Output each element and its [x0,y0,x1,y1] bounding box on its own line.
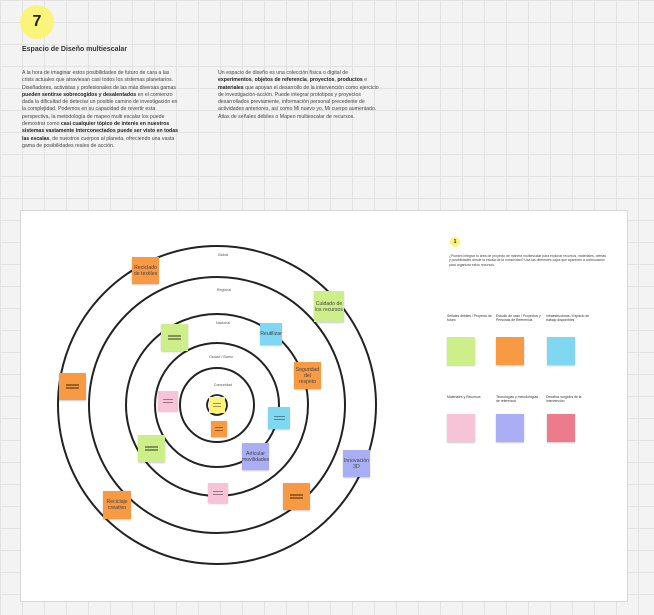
sticky-note[interactable] [138,435,165,462]
sticky-note[interactable]: Reciclaje creativo [103,491,131,519]
ring-regional [88,276,346,534]
legend-label: Desafíos surgidos de la Intervención [546,395,582,404]
legend-label: Tecnologías y metodologías de referencia [496,395,539,404]
intro-paragraph-1: A la hora de imaginar estos posibilidade… [22,70,178,149]
legend-sticky[interactable] [496,414,524,442]
sticky-note[interactable]: Articular movilidades [242,443,269,470]
sticky-note[interactable] [211,421,227,437]
multiscalar-board[interactable]: Global Regional Nacional Ciudad / Barrio… [20,210,628,602]
ring-label-nacional: Nacional [216,321,230,325]
sticky-note[interactable]: Reciclado de textiles [132,257,159,284]
sticky-note[interactable] [208,483,228,503]
step-number-badge: 7 [20,5,54,39]
sticky-note[interactable]: Innovación 3D [343,450,370,477]
sticky-note[interactable] [161,324,188,351]
sticky-placeholder-lines [289,493,304,501]
ring-label-global: Global [217,253,229,257]
sticky-label: Reciclado de textiles [133,264,158,277]
ring-label-comunidad: Comunidad [213,383,233,387]
sticky-label: Articular movilidades [241,450,270,463]
legend-sticky[interactable] [447,337,475,365]
concentric-rings [57,245,377,565]
sticky-note[interactable] [283,483,310,510]
sticky-placeholder-lines [213,401,221,409]
legend-label: Materiales y Recursos [447,395,481,399]
intro-paragraph-2: Un espacio de diseño es una colección fí… [218,70,379,120]
legend-label: Infraestructuras / Espacio de trabajo di… [546,314,590,323]
sticky-note[interactable]: Reutilizar [260,323,282,345]
legend-label: Estudio de caso / Proyectos y Personas d… [496,314,541,323]
legend-description: ¿Puedes integrar tu área de proyecto de … [449,254,606,267]
sticky-note[interactable] [268,407,290,429]
legend-sticky[interactable] [496,337,524,365]
sticky-placeholder-lines [213,489,223,497]
sticky-note[interactable]: Cuidado de los recursos [314,291,344,322]
sticky-placeholder-lines [167,334,182,342]
sticky-label: Innovación 3D [343,457,370,470]
legend-label: Señales débiles / Proyecto de futuro [447,314,492,323]
ring-ciudad [154,342,280,468]
sticky-note[interactable] [209,397,225,413]
sticky-label: Seguridad del respeto [295,366,320,385]
legend-sticky[interactable] [447,414,475,442]
sticky-note[interactable]: Seguridad del respeto [294,362,321,389]
sticky-note[interactable] [59,373,86,400]
sticky-label: Reciclaje creativo [106,499,128,511]
ring-label-ciudad-barrio: Ciudad / Barrio [209,355,233,359]
ring-center [206,394,228,416]
sticky-label: Reutilizar [260,331,282,337]
sticky-placeholder-lines [215,425,223,433]
sticky-note[interactable] [158,391,178,411]
legend-badge: 1 [450,237,460,247]
sticky-label: Cuidado de los recursos [315,300,343,313]
legend-sticky[interactable] [547,337,575,365]
ring-label-regional: Regional [216,288,232,292]
sticky-placeholder-lines [144,445,159,453]
page-title: Espacio de Diseño multiescalar [22,46,128,53]
sticky-placeholder-lines [163,397,173,405]
ring-comunidad [179,367,255,443]
ring-global [57,245,377,565]
sticky-placeholder-lines [273,414,285,422]
legend-sticky[interactable] [547,414,575,442]
sticky-placeholder-lines [65,383,80,391]
